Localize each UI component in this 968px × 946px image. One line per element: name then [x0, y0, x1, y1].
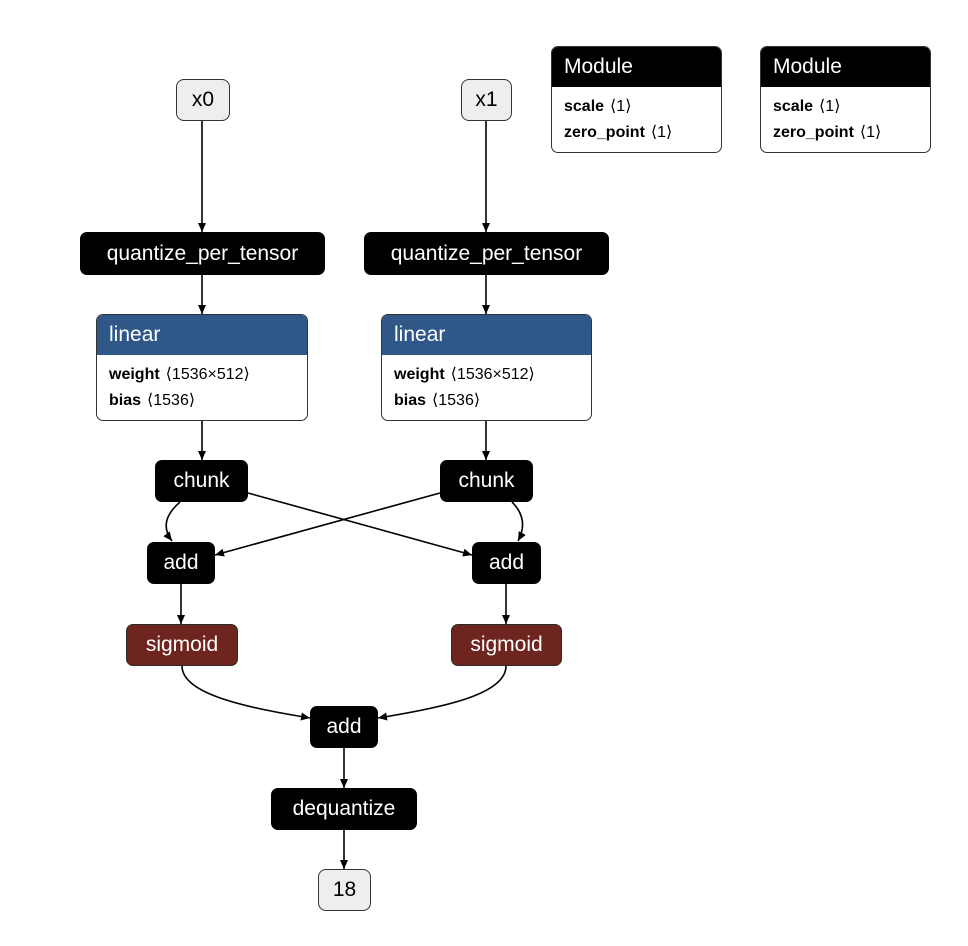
attr-value: ⟨1536⟩	[432, 392, 481, 409]
linear-right-node[interactable]: linear weight ⟨1536×512⟩ bias ⟨1536⟩	[381, 314, 592, 421]
attr-name: bias	[109, 392, 142, 409]
input-x1-node[interactable]: x1	[461, 79, 512, 121]
add-right-node[interactable]: add	[472, 542, 541, 584]
linear-left-title: linear	[97, 315, 307, 355]
attr-value: ⟨1⟩	[819, 98, 841, 115]
add-merge-node[interactable]: add	[310, 706, 378, 748]
attr-name: bias	[394, 392, 427, 409]
module-2-title: Module	[761, 47, 930, 87]
linear-left-weight-attr: weight ⟨1536×512⟩	[109, 364, 295, 390]
add-left-node[interactable]: add	[147, 542, 215, 584]
quantize-per-tensor-right-node[interactable]: quantize_per_tensor	[364, 232, 609, 275]
sigmoid-right-node[interactable]: sigmoid	[451, 624, 562, 666]
output-node[interactable]: 18	[318, 869, 371, 911]
attr-value: ⟨1536×512⟩	[165, 366, 250, 383]
attr-value: ⟨1536×512⟩	[450, 366, 535, 383]
linear-left-node[interactable]: linear weight ⟨1536×512⟩ bias ⟨1536⟩	[96, 314, 308, 421]
edge-chunk-left-to-add-left	[163, 501, 181, 542]
attr-value: ⟨1⟩	[859, 124, 882, 141]
sigmoid-left-node[interactable]: sigmoid	[126, 624, 238, 666]
linear-left-bias-attr: bias ⟨1536⟩	[109, 390, 295, 416]
edge-chunk-right-to-add-right	[511, 501, 526, 542]
attr-value: ⟨1⟩	[650, 124, 673, 141]
module-card-2[interactable]: Module scale ⟨1⟩ zero_point ⟨1⟩	[760, 46, 931, 153]
chunk-left-node[interactable]: chunk	[155, 460, 248, 502]
module-1-title: Module	[552, 47, 721, 87]
edge-chunk-left-to-add-right	[247, 492, 473, 557]
attr-name: weight	[109, 366, 160, 383]
attr-name: weight	[394, 366, 445, 383]
edge-sigmoid-right-to-merge-add	[377, 665, 507, 721]
attr-name: zero_point	[564, 124, 645, 141]
input-x0-node[interactable]: x0	[176, 79, 230, 121]
edge-chunk-right-to-add-left	[214, 492, 441, 557]
module-1-zero-point-attr: zero_point ⟨1⟩	[564, 122, 709, 148]
module-2-zero-point-attr: zero_point ⟨1⟩	[773, 122, 918, 148]
attr-name: scale	[564, 98, 605, 115]
chunk-right-node[interactable]: chunk	[440, 460, 533, 502]
module-2-scale-attr: scale ⟨1⟩	[773, 96, 918, 122]
attr-name: scale	[773, 98, 814, 115]
attr-name: zero_point	[773, 124, 854, 141]
attr-value: ⟨1536⟩	[147, 392, 196, 409]
linear-right-weight-attr: weight ⟨1536×512⟩	[394, 364, 579, 390]
quantize-per-tensor-left-node[interactable]: quantize_per_tensor	[80, 232, 325, 275]
module-card-1[interactable]: Module scale ⟨1⟩ zero_point ⟨1⟩	[551, 46, 722, 153]
dequantize-node[interactable]: dequantize	[271, 788, 417, 830]
module-1-scale-attr: scale ⟨1⟩	[564, 96, 709, 122]
linear-right-title: linear	[382, 315, 591, 355]
attr-value: ⟨1⟩	[610, 98, 632, 115]
edge-sigmoid-left-to-merge-add	[181, 665, 311, 721]
linear-right-bias-attr: bias ⟨1536⟩	[394, 390, 579, 416]
